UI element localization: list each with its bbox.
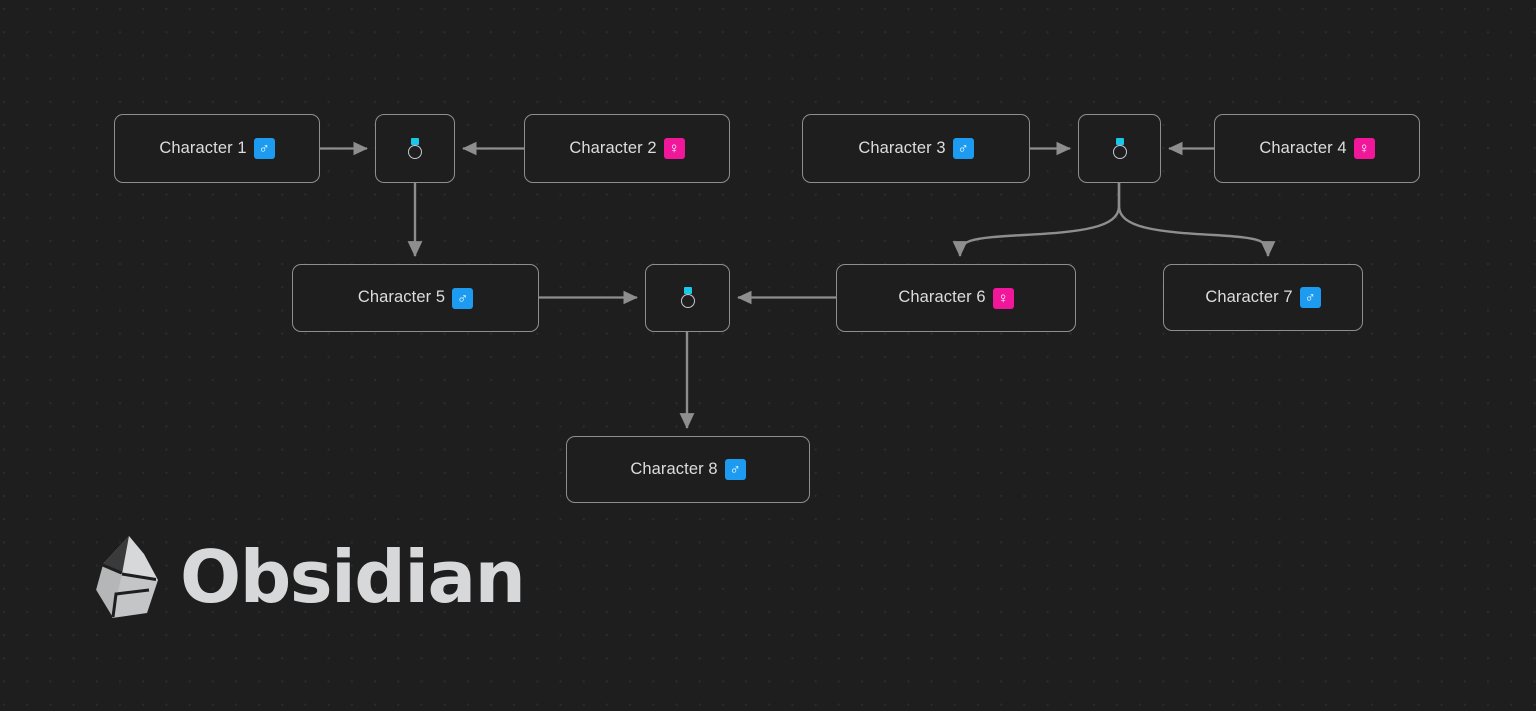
brand-wordmark: Obsidian (180, 535, 526, 619)
ring-icon (1109, 137, 1131, 161)
ring-band (680, 294, 695, 308)
node-text: Character 1 (159, 138, 247, 157)
node-union-3[interactable] (645, 264, 730, 332)
male-gender-icon: ♂ (724, 459, 746, 480)
ring-gem (683, 287, 692, 294)
node-character-1[interactable]: Character 1 ♂ (114, 114, 320, 183)
ring-gem (1115, 137, 1124, 145)
node-text: Character 7 (1205, 287, 1293, 306)
node-union-1[interactable] (375, 114, 455, 183)
ring-gem (411, 137, 419, 145)
node-text: Character 5 (357, 288, 446, 307)
node-character-4[interactable]: Character 4 ♀ (1214, 114, 1420, 183)
node-character-2[interactable]: Character 2 ♀ (524, 114, 730, 183)
ring-icon (677, 286, 699, 310)
male-gender-icon: ♂ (452, 287, 474, 309)
edge-m2-c7 (1117, 183, 1276, 257)
node-union-2[interactable] (1078, 114, 1161, 183)
node-label: Character 6 ♀ (898, 287, 1014, 309)
node-character-3[interactable]: Character 3 ♂ (802, 114, 1030, 183)
ring-band (1112, 144, 1127, 159)
obsidian-logo-icon (92, 536, 158, 619)
ring-icon (404, 137, 426, 161)
node-label: Character 5 ♂ (357, 287, 474, 309)
node-text: Character 4 (1259, 138, 1347, 157)
female-gender-icon: ♀ (992, 287, 1014, 309)
node-character-5[interactable]: Character 5 ♂ (292, 264, 539, 332)
node-text: Character 2 (569, 138, 657, 157)
node-label: Character 3 ♂ (858, 138, 974, 159)
node-text: Character 8 (630, 459, 718, 478)
female-gender-icon: ♀ (663, 138, 685, 159)
male-gender-icon: ♂ (1299, 287, 1321, 308)
male-gender-icon: ♂ (253, 138, 275, 159)
ring-band (408, 144, 422, 159)
node-label: Character 1 ♂ (159, 138, 275, 159)
node-label: Character 4 ♀ (1259, 138, 1375, 159)
node-text: Character 3 (858, 138, 946, 157)
node-character-6[interactable]: Character 6 ♀ (836, 264, 1076, 332)
obsidian-brand-lockup: Obsidian (92, 534, 526, 620)
node-text: Character 6 (898, 288, 986, 307)
edge-m2-c6 (952, 183, 1121, 257)
node-label: Character 2 ♀ (569, 138, 685, 159)
male-gender-icon: ♂ (952, 138, 974, 159)
node-character-7[interactable]: Character 7 ♂ (1163, 264, 1363, 331)
node-label: Character 8 ♂ (630, 459, 746, 480)
node-character-8[interactable]: Character 8 ♂ (566, 436, 810, 503)
female-gender-icon: ♀ (1353, 138, 1375, 159)
node-label: Character 7 ♂ (1205, 287, 1321, 308)
